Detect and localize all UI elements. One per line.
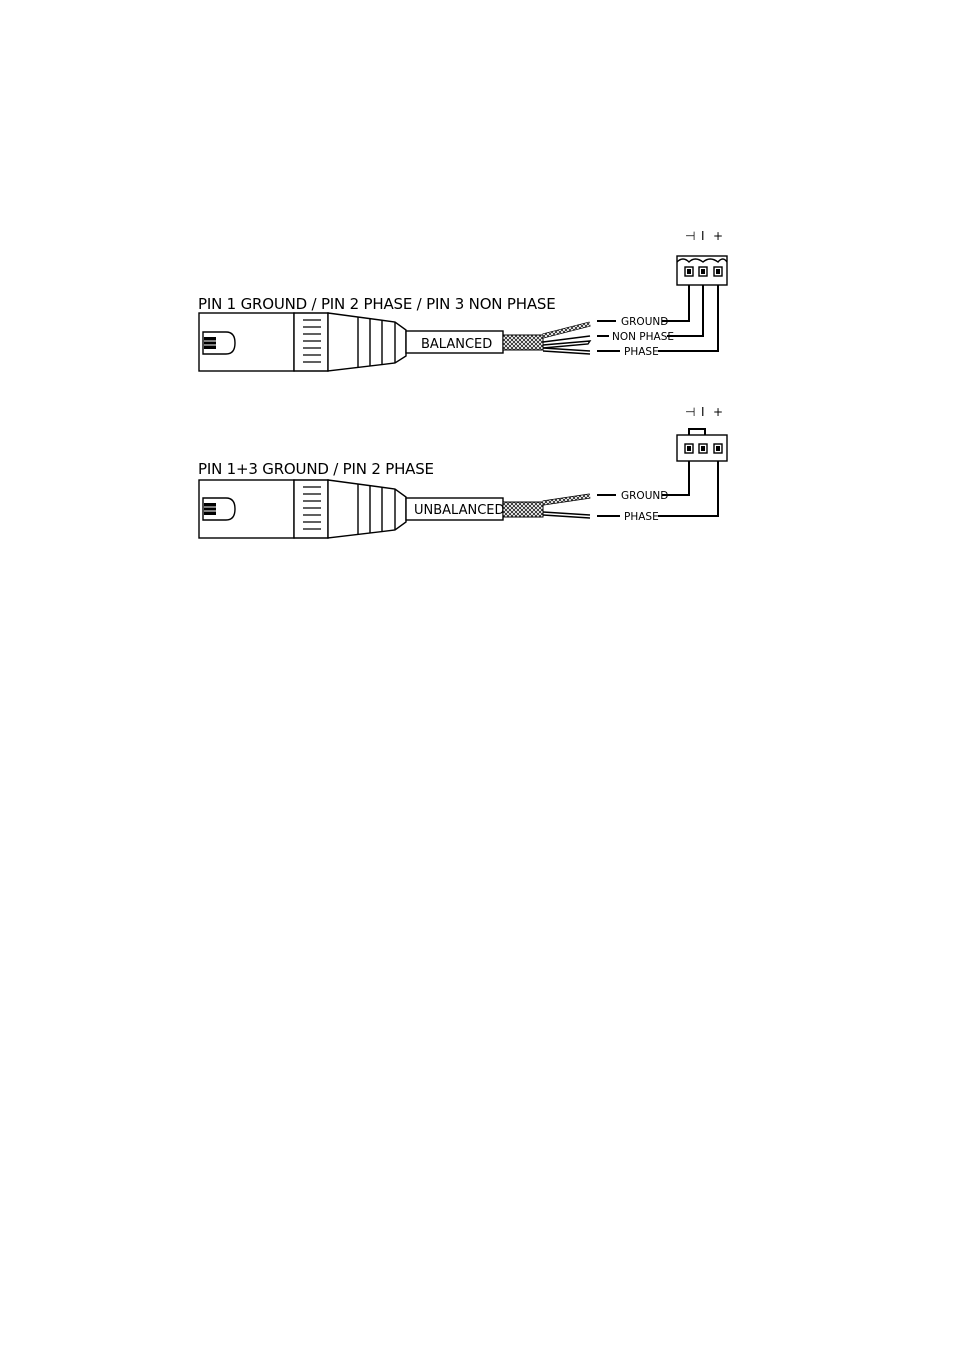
unbalanced-ground-symbol: ⊣ [685, 405, 695, 419]
balanced-wires [543, 321, 620, 354]
unbalanced-title: PIN 1+3 GROUND / PIN 2 PHASE [198, 460, 434, 478]
unbalanced-wires [543, 495, 620, 518]
unbalanced-xlr-connector [199, 480, 406, 538]
balanced-non-phase-label: NON PHASE [612, 331, 674, 343]
balanced-minus-symbol: I [701, 229, 705, 243]
unbalanced-terminal-block [677, 435, 727, 461]
balanced-xlr-connector [199, 313, 406, 371]
balanced-phase-label: PHASE [624, 346, 659, 358]
balanced-plus-symbol: + [713, 229, 723, 243]
unbalanced-minus-symbol: I [701, 405, 705, 419]
balanced-cable: BALANCED [406, 331, 543, 353]
balanced-terminal-block [677, 256, 727, 285]
balanced-ground-label: GROUND [621, 316, 668, 328]
unbalanced-section: PIN 1+3 GROUND / PIN 2 PHASE [198, 405, 727, 538]
balanced-ground-symbol: ⊣ [685, 229, 695, 243]
balanced-section: PIN 1 GROUND / PIN 2 PHASE / PIN 3 NON P… [198, 229, 727, 371]
balanced-cable-label: BALANCED [421, 337, 492, 352]
unbalanced-phase-label: PHASE [624, 511, 659, 523]
unbalanced-plus-symbol: + [713, 405, 723, 419]
balanced-title: PIN 1 GROUND / PIN 2 PHASE / PIN 3 NON P… [198, 295, 555, 313]
unbalanced-cable-label: UNBALANCED [414, 503, 505, 518]
unbalanced-cable: UNBALANCED [406, 498, 543, 520]
unbalanced-ground-label: GROUND [621, 490, 668, 502]
